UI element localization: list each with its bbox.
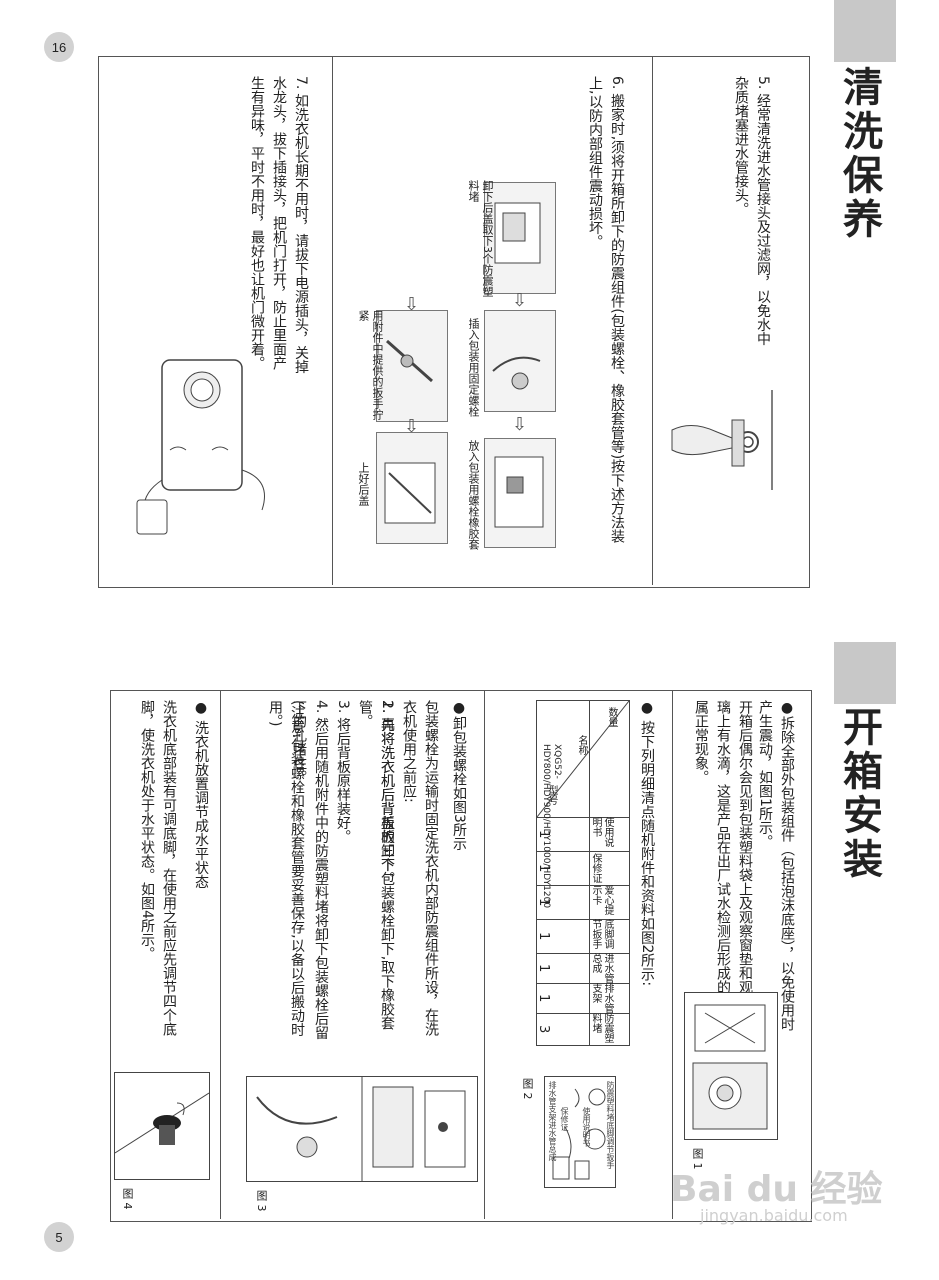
install-p4-heading: ● 洗衣机放置调节成水平状态 [193,700,209,889]
fig-1-image [684,992,778,1140]
table-spacer [563,817,564,1045]
page-number-right: 5 [44,1222,74,1252]
step-4-image [376,310,448,422]
table-header-cell: 底脚调节扳手 [589,919,629,954]
washer-cartoon-illustration [112,350,282,540]
install-p3-step: 1. 先将洗衣机后背盖板卸下。 [379,700,395,886]
step-1-image [484,182,556,294]
step-5-caption: 上好后盖 [357,462,370,506]
clean-frame [98,56,810,588]
table-model: XQG52-HDY800/HDY900/HDY1000/HDY1200 [541,744,562,909]
clean-divider-2 [332,57,333,585]
install-p4-body: 洗衣机底部装有可调底脚，在使用之前应先调节四个底脚，使洗衣机处于水平状态。如图4… [139,700,177,1036]
table-header-cell: 排水管支架 [589,983,629,1014]
install-p3-step: 2. 再将洗衣机后背板的三个包装螺栓卸下,取下橡胶套管。 [357,700,395,1031]
fig-2-item-label: 防震塑料堵 [606,1081,615,1121]
table-header-cell: 爱心提示卡 [589,885,629,920]
install-frame [110,690,812,1222]
watermark-logo: Bai du 经验 [670,1169,883,1210]
corner-model: 型号 [546,785,557,805]
fig-3-image [246,1076,478,1182]
install-p3-step: 4. 然后用随机附件中的防震塑料堵将卸下包装螺栓后留下的孔堵住。 [291,700,329,1040]
table-value-cell: 1 [536,885,589,920]
section-tab-bottom [834,642,896,704]
fig-2-item-label: 使用说明书 [582,1107,591,1147]
install-para-1: ●拆除全部外包装组件（包括泡沫底座），以免使用时产生震动，如图1所示。 [757,700,795,1031]
table-header-cell: 防震塑料堵 [590,1013,613,1043]
install-divider-2 [484,691,485,1219]
table-value-cell: 1 [536,953,589,984]
step-3-image [484,438,556,548]
table-value-cell: 1 [536,919,589,954]
step-3-caption: 放入包装用螺栓橡胶套 [467,440,480,550]
install-divider-3 [220,691,221,1219]
install-para-2: ● 按下列明细清点随机附件和资料如图2所示: [639,700,655,987]
corner-quantity: 数量 [606,707,617,727]
step-2-caption: 插入包装用固定螺栓 [467,318,480,417]
arrow-down-icon: ⇩ [512,414,528,435]
table-header-cell: 进水管总成 [589,953,629,984]
step-4-caption: 用附件中提供的扳手拧紧 [357,310,384,420]
install-p3-intro: 包装螺栓为运输时固定洗衣机内部防震组件所设，在洗衣机使用之前应: [401,700,439,1036]
fig-2-item-label: 保修证 [560,1107,569,1131]
fig-4-image [114,1072,210,1180]
fig-3-label: 图 3 [255,1190,268,1212]
step-1-caption: 卸下后盖取下3个防震塑料堵 [467,180,494,297]
fig-2-label: 图 2 [521,1078,534,1100]
table-header-column [589,701,630,1045]
watermark-url: jingyan.baidu.com [700,1206,848,1225]
fig-2-item-label: 底脚调节扳手 [606,1121,615,1169]
fig-4-label: 图 4 [121,1188,134,1210]
install-p3-step: 3. 将后背板原样装好。 [335,700,351,844]
table-value-cell: 3 [536,1024,551,1034]
install-p3-heading: ●卸包装螺栓如图3所示 [451,700,467,851]
clean-divider-1 [652,57,653,585]
install-divider-1 [672,691,673,1219]
table-value-cell: 1 [536,851,589,886]
fig-1-label: 图 1 [691,1148,704,1170]
step-5-image [376,432,448,544]
arrow-down-icon: ⇩ [404,416,420,437]
install-p3-note: (注意:包装螺栓和橡胶套管要妥善保存,以备以后搬动时用。) [267,700,305,1037]
hose-cleaning-illustration [662,380,782,500]
install-para-1b: 开箱后偶尔会见到包装塑料袋上及观察窗垫和观察窗玻璃上有水滴，这是产品在出厂试水检… [693,700,753,1036]
corner-name: 名称 [576,735,587,755]
clean-item-5: 5. 经常清洗进水管接头及过滤网，以免水中杂质堵塞进水管接头。 [733,76,771,346]
fig-2-item-label: 排水管支架 [548,1081,557,1121]
section-title-install: 开箱安装 [836,706,882,882]
table-value-cell: 1 [536,817,589,852]
clean-item-6: 6. 搬家时,须将开箱所卸下的防震组件(包装螺栓、橡胶套管等)按下述方法装上,以… [587,76,625,544]
section-title-clean: 清洗保养 [836,66,882,242]
table-header-cell: 使用说明书 [589,817,629,852]
accessory-table: 数量 名称 型号 使用说明书 保修证 爱心提示卡 底脚调节扳手 进水管总成 排水… [536,700,630,1046]
fig-2-item-label: 进水管总成 [548,1121,557,1161]
table-corner: 数量 名称 型号 [537,701,629,818]
fig-2-image: 防震塑料堵 底脚调节扳手 排水管支架 进水管总成 保修证 使用说明书 [544,1076,616,1188]
page-number-left: 16 [44,32,74,62]
table-header-cell: 保修证 [589,851,629,886]
clean-item-7: 7. 如洗衣机长期不用时，请拔下电源插头，关掉水龙头，拔下插接头，把机门打开，防… [249,76,309,374]
table-value-cell: 1 [536,983,589,1014]
section-tab-top [834,0,896,62]
arrow-down-icon: ⇩ [512,290,528,311]
arrow-down-icon: ⇩ [404,294,420,315]
step-2-image [484,310,556,412]
